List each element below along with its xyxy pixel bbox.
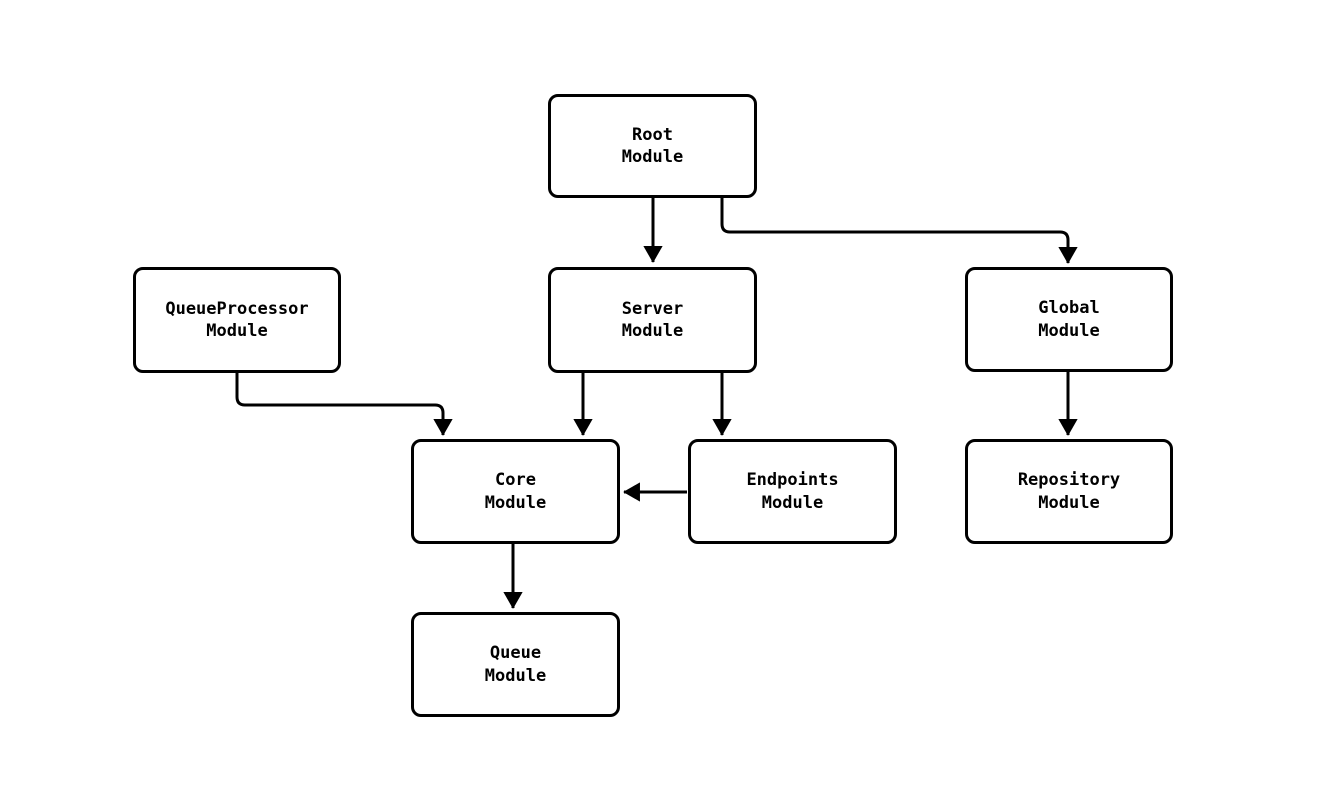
node-global-module: Global Module [965, 267, 1173, 372]
node-root-module: Root Module [548, 94, 757, 198]
node-label: Core Module [484, 470, 547, 513]
edge-root-module-to-global-module [720, 198, 1078, 264]
node-label: Repository Module [1017, 470, 1121, 513]
node-label: Endpoints Module [746, 470, 839, 513]
node-label: Server Module [621, 298, 684, 341]
node-queueprocessor-module: QueueProcessor Module [133, 267, 341, 373]
node-queue-module: Queue Module [411, 612, 620, 717]
node-repository-module: Repository Module [965, 439, 1173, 544]
node-label: Global Module [1038, 298, 1100, 341]
node-label: Queue Module [484, 643, 547, 686]
node-endpoints-module: Endpoints Module [688, 439, 897, 544]
node-core-module: Core Module [411, 439, 620, 544]
edge-queueprocessor-module-to-core-module [235, 373, 453, 436]
node-label: Root Module [621, 124, 684, 167]
node-server-module: Server Module [548, 267, 757, 373]
node-label: QueueProcessor Module [165, 298, 309, 341]
